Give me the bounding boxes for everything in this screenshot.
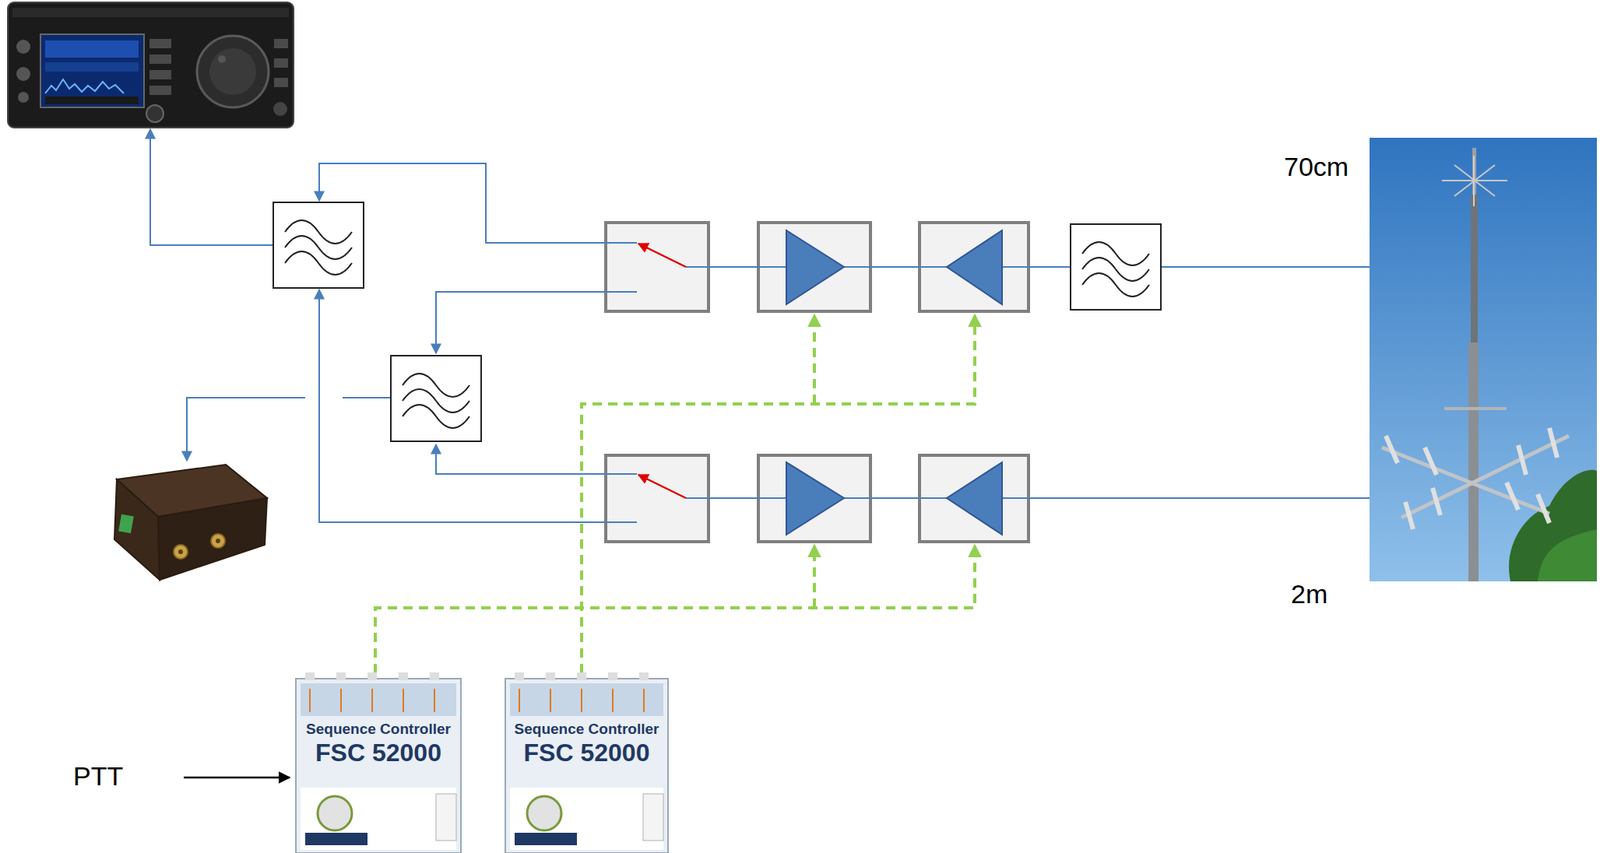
signal-name: PTT (73, 762, 124, 792)
band-label: 70cm (1283, 152, 1349, 182)
control-lines (375, 316, 975, 674)
model-number: FSC 52000 (299, 738, 458, 768)
device-title: Sequence Controller (299, 720, 458, 739)
controller-housing (295, 672, 669, 853)
sequence-controller: Sequence ControllerFSC 52000 (295, 719, 462, 770)
model-number: FSC 52000 (509, 738, 665, 768)
sdr-illustration (114, 464, 268, 581)
band-label: 2m (1290, 580, 1328, 609)
transceiver-illustration (7, 2, 294, 128)
device-title: Sequence Controller (509, 720, 665, 739)
antenna-photo (1369, 137, 1597, 582)
rf-boxes (605, 222, 1029, 542)
sequence-controller: Sequence ControllerFSC 52000 (504, 719, 669, 770)
signal-lines (150, 129, 1370, 523)
amplifier-symbols (786, 230, 1003, 535)
relay-switch (638, 243, 686, 499)
ptt-arrow (183, 777, 290, 780)
